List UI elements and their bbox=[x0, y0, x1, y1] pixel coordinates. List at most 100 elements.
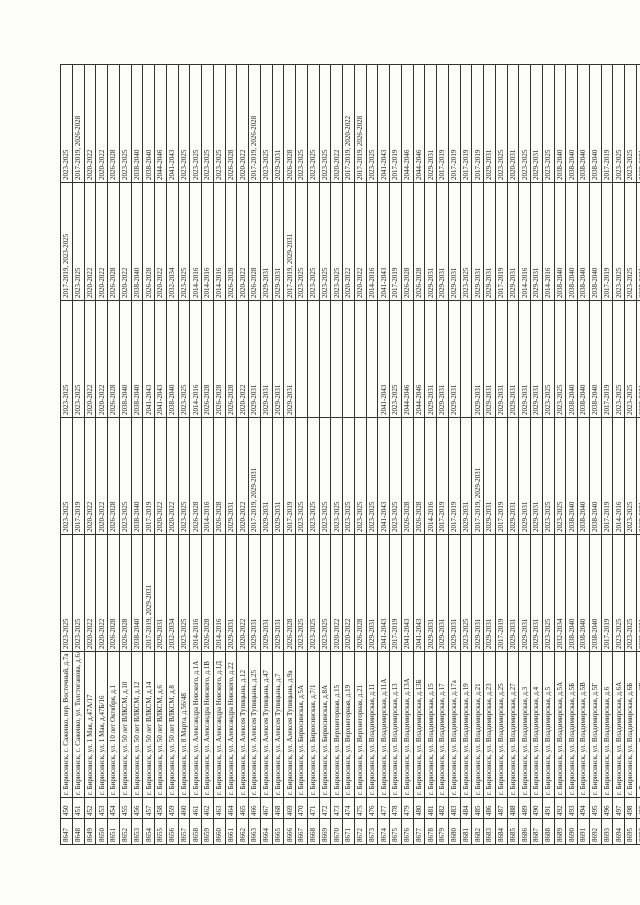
period-cell-2: 2026-2028 bbox=[213, 417, 225, 535]
period-cell-5: 2017-2019, 2020-2022 bbox=[342, 64, 355, 183]
address-cell: г. Бирюсинск, ул. Владимирская, д.4 bbox=[530, 651, 543, 798]
address-cell: г. Бирюсинск, ул. 50 лет ВЛКСМ, д.6 bbox=[154, 651, 167, 798]
row-number-cell: 8681 bbox=[460, 818, 472, 845]
period-cell-2: 2023-2025 bbox=[319, 417, 331, 535]
address-cell: г. Бирюсинск, ул. Владимирская, д.5В bbox=[577, 651, 590, 798]
period-cell-4: 2029-2031 bbox=[530, 182, 543, 301]
address-cell: г. Бирюсинск, ул. Владимирская, д.6В bbox=[636, 651, 640, 798]
item-number-cell: 472 bbox=[319, 797, 331, 819]
period-cell-4: 2038-2040 bbox=[589, 182, 601, 301]
period-cell-3: 2029-2031 bbox=[518, 300, 531, 418]
address-cell: г. Бирюсинск, ул. Верхнегорная, д.19 bbox=[342, 651, 355, 798]
item-number-cell: 499 bbox=[636, 797, 640, 819]
period-cell-4: 2026-2028 bbox=[413, 182, 425, 301]
address-cell: г. Бирюсинск, ул. Владимирская, д.5А bbox=[554, 651, 566, 798]
address-cell: г. Бирюсинск, ул. 1 Мая, д.47Б/16 bbox=[95, 651, 108, 798]
period-cell-5: 2038-2040 bbox=[565, 64, 578, 183]
period-cell-3: 2029-2031 bbox=[483, 300, 496, 418]
period-cell-5: 2041-2043 bbox=[377, 64, 390, 183]
address-cell: г. Бирюсинск, ул. Алексея Тупицына, д.9а bbox=[283, 651, 296, 798]
address-cell: г. Бирюсинск, ул. Владимирская, д.13Б bbox=[413, 651, 425, 798]
period-cell-1: 2029-2031 bbox=[248, 534, 261, 652]
period-cell-2: 2017-2019 bbox=[436, 417, 449, 535]
item-number-cell: 491 bbox=[542, 797, 554, 819]
row-number-cell: 8657 bbox=[178, 818, 190, 845]
period-cell-2: 2041-2043 bbox=[377, 417, 390, 535]
period-cell-4: 2014-2016 bbox=[201, 182, 214, 301]
period-cell-2: 2023-2025 bbox=[119, 417, 131, 535]
item-number-cell: 482 bbox=[436, 797, 449, 819]
period-cell-3: 2029-2031 bbox=[495, 300, 507, 418]
address-cell: г. Бирюсинск, ул. Владимирская, д.5Б bbox=[565, 651, 578, 798]
period-cell-2: 2014-2016 bbox=[612, 417, 625, 535]
row-number-cell: 8683 bbox=[483, 818, 496, 845]
period-cell-5: 2029-2031 bbox=[483, 64, 496, 183]
period-cell-4: 2017-2019, 2023-2025 bbox=[60, 182, 73, 301]
period-cell-1: 2026-2028 bbox=[283, 534, 296, 652]
period-cell-5: 2038-2040 bbox=[142, 64, 155, 183]
address-cell: г. Бирюсинск, ул. Владимирская, д.15 bbox=[424, 651, 437, 798]
row-number-cell: 8659 bbox=[201, 818, 214, 845]
period-cell-1: 2020-2022 bbox=[330, 534, 343, 652]
period-cell-1: 2029-2031 bbox=[636, 534, 640, 652]
period-cell-3: 2023-2025 bbox=[612, 300, 625, 418]
period-cell-2: 2026-2028 bbox=[413, 417, 425, 535]
period-cell-3 bbox=[460, 300, 472, 418]
period-cell-4: 2029-2031 bbox=[424, 182, 437, 301]
item-number-cell: 493 bbox=[565, 797, 578, 819]
period-cell-4: 2014-2016 bbox=[518, 182, 531, 301]
address-cell: г. Бирюсинск, ул. 10 лет Октября, д.1 bbox=[107, 651, 120, 798]
period-cell-2: 2020-2022 bbox=[166, 417, 178, 535]
item-number-cell: 452 bbox=[84, 797, 96, 819]
period-cell-4: 2029-2031 bbox=[272, 182, 284, 301]
period-cell-4: 2014-2016 bbox=[366, 182, 378, 301]
row-number-cell: 8662 bbox=[236, 818, 249, 845]
address-cell: г. Бирюсинск, ул. Александра Невского, д… bbox=[189, 651, 202, 798]
row-number-cell: 8656 bbox=[166, 818, 178, 845]
period-cell-1: 2026-2028 bbox=[119, 534, 131, 652]
period-cell-5: 2023-2025 bbox=[260, 64, 272, 183]
address-cell: г. Бирюсинск, с. Саженко, пер. Восточный… bbox=[60, 651, 73, 798]
item-number-cell: 483 bbox=[448, 797, 460, 819]
row-number-cell: 8679 bbox=[436, 818, 449, 845]
item-number-cell: 462 bbox=[201, 797, 214, 819]
item-number-cell: 469 bbox=[283, 797, 296, 819]
period-cell-3: 2023-2025 bbox=[389, 300, 402, 418]
period-cell-3 bbox=[307, 300, 319, 418]
item-number-cell: 456 bbox=[131, 797, 143, 819]
period-cell-1: 2026-2028 bbox=[354, 534, 366, 652]
period-cell-3: 2020-2022 bbox=[236, 300, 249, 418]
period-cell-3: 2023-2025 bbox=[554, 300, 566, 418]
row-number-cell: 8678 bbox=[424, 818, 437, 845]
period-cell-5: 2020-2022 bbox=[330, 64, 343, 183]
period-cell-3: 2041-2043 bbox=[154, 300, 167, 418]
period-cell-1: 2029-2031 bbox=[424, 534, 437, 652]
period-cell-3: 2026-2028 bbox=[107, 300, 120, 418]
period-cell-1: 2017-2019, 2029-2031 bbox=[142, 534, 155, 652]
period-cell-1: 2038-2040 bbox=[565, 534, 578, 652]
period-cell-4: 2041-2043 bbox=[377, 182, 390, 301]
item-number-cell: 468 bbox=[272, 797, 284, 819]
period-cell-2: 2023-2025 bbox=[624, 417, 637, 535]
period-cell-3: 2029-2031 bbox=[248, 300, 261, 418]
period-cell-3: 2029-2031 bbox=[448, 300, 460, 418]
period-cell-5: 2041-2043 bbox=[166, 64, 178, 183]
period-cell-1: 2029-2031 bbox=[507, 534, 519, 652]
row-number-cell: 8685 bbox=[507, 818, 519, 845]
